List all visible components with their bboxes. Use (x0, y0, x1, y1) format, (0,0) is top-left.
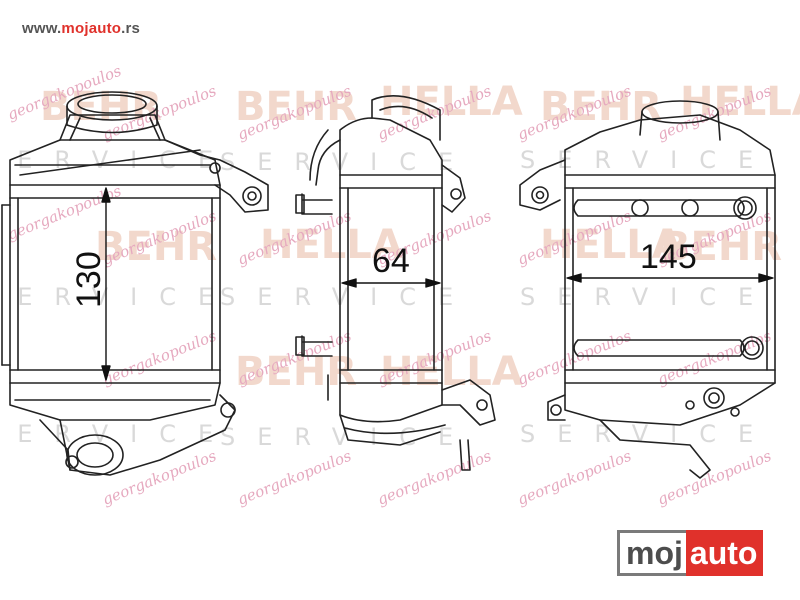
site-url[interactable]: www.mojauto.rs (22, 20, 140, 37)
side-view (295, 94, 496, 471)
watermark-behr-6: BEHR (235, 349, 357, 395)
side-core (339, 174, 443, 384)
watermark-service-3: SERVICE (520, 146, 775, 174)
watermark-behr-4: BEHR (95, 224, 217, 270)
watermark-service-1: SERVICE (0, 146, 235, 174)
watermark-dealer-19: georgakopoulos (235, 447, 354, 509)
dimension-label-depth: 64 (372, 242, 410, 280)
front-bracket-hole (242, 186, 262, 206)
watermark-behr-5: BEHR (660, 224, 782, 270)
watermark-service-5: SERVICE (220, 283, 475, 311)
watermark-service-8: SERVICE (220, 423, 475, 451)
front-core (9, 184, 221, 384)
rear-bottom-tank (564, 382, 776, 426)
watermark-layer: BEHR BEHR BEHR BEHR BEHR BEHR HELLA HELL… (0, 62, 800, 509)
url-brand: mojauto (61, 20, 122, 37)
front-view (1, 91, 269, 476)
watermark-dealer-22: georgakopoulos (655, 447, 774, 509)
url-prefix: www. (22, 20, 62, 37)
rear-core (564, 174, 776, 384)
side-bottom-tank (339, 382, 443, 423)
watermark-dealer-13: georgakopoulos (100, 327, 219, 389)
watermark-service-4: SERVICE (0, 283, 235, 311)
front-top-tank (9, 139, 221, 186)
rear-upper-tube (573, 199, 745, 217)
dimension-lines (101, 187, 774, 381)
watermark-dealer-18: georgakopoulos (100, 447, 219, 509)
watermark-service-6: SERVICE (520, 283, 775, 311)
watermark-hella-3: HELLA (260, 222, 403, 268)
watermark-behr-2: BEHR (235, 84, 357, 130)
front-bottom-tank (9, 382, 221, 421)
watermark-dealer-21: georgakopoulos (515, 447, 634, 509)
watermark-service-7: SERVICE (0, 420, 235, 448)
watermark-dealer-20: georgakopoulos (375, 447, 494, 509)
watermark-hella-4: HELLA (540, 222, 683, 268)
url-suffix: .rs (121, 20, 141, 37)
logo-part2: auto (685, 530, 764, 576)
rear-top-tank (564, 114, 776, 176)
logo-part1: moj (617, 530, 686, 576)
side-top-tank (339, 117, 443, 176)
dimension-label-height: 130 (70, 251, 108, 308)
watermark-service-2: SERVICE (220, 148, 475, 176)
dimension-label-width: 145 (640, 238, 697, 276)
front-bottom-outlet (66, 434, 124, 476)
rear-view (519, 100, 776, 479)
watermark-service-9: SERVICE (520, 420, 775, 448)
watermark-hella-1: HELLA (380, 79, 523, 125)
watermark-dealer-16: georgakopoulos (515, 327, 634, 389)
